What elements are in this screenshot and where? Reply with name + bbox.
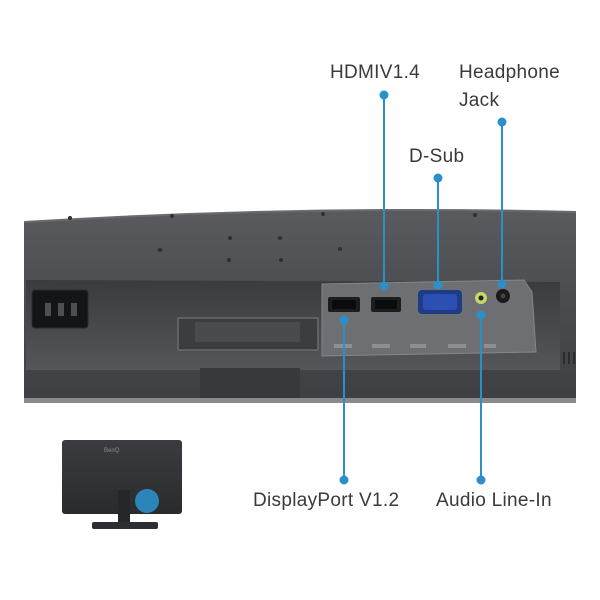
label-headphone-line2: Jack bbox=[459, 90, 500, 111]
power-socket bbox=[31, 289, 89, 329]
label-headphone-line1: Headphone bbox=[459, 62, 560, 83]
thumbnail-brand: BenQ bbox=[104, 448, 120, 454]
port-panel bbox=[321, 279, 537, 357]
label-hdmi: HDMIV1.4 bbox=[330, 62, 421, 83]
audio-line-in-port bbox=[475, 292, 487, 304]
label-dsub: D-Sub bbox=[409, 146, 465, 167]
headphone-port bbox=[496, 289, 510, 303]
stand-mount bbox=[177, 317, 319, 398]
label-audio-line-in: Audio Line-In bbox=[436, 490, 552, 511]
hdmi-port bbox=[371, 297, 401, 312]
monitor-thumbnail: BenQ bbox=[62, 440, 182, 529]
dsub-port bbox=[418, 290, 462, 314]
label-displayport: DisplayPort V1.2 bbox=[253, 490, 400, 511]
port-location-indicator bbox=[135, 489, 159, 513]
displayport-port bbox=[328, 297, 360, 312]
callout-lines bbox=[339, 90, 507, 485]
